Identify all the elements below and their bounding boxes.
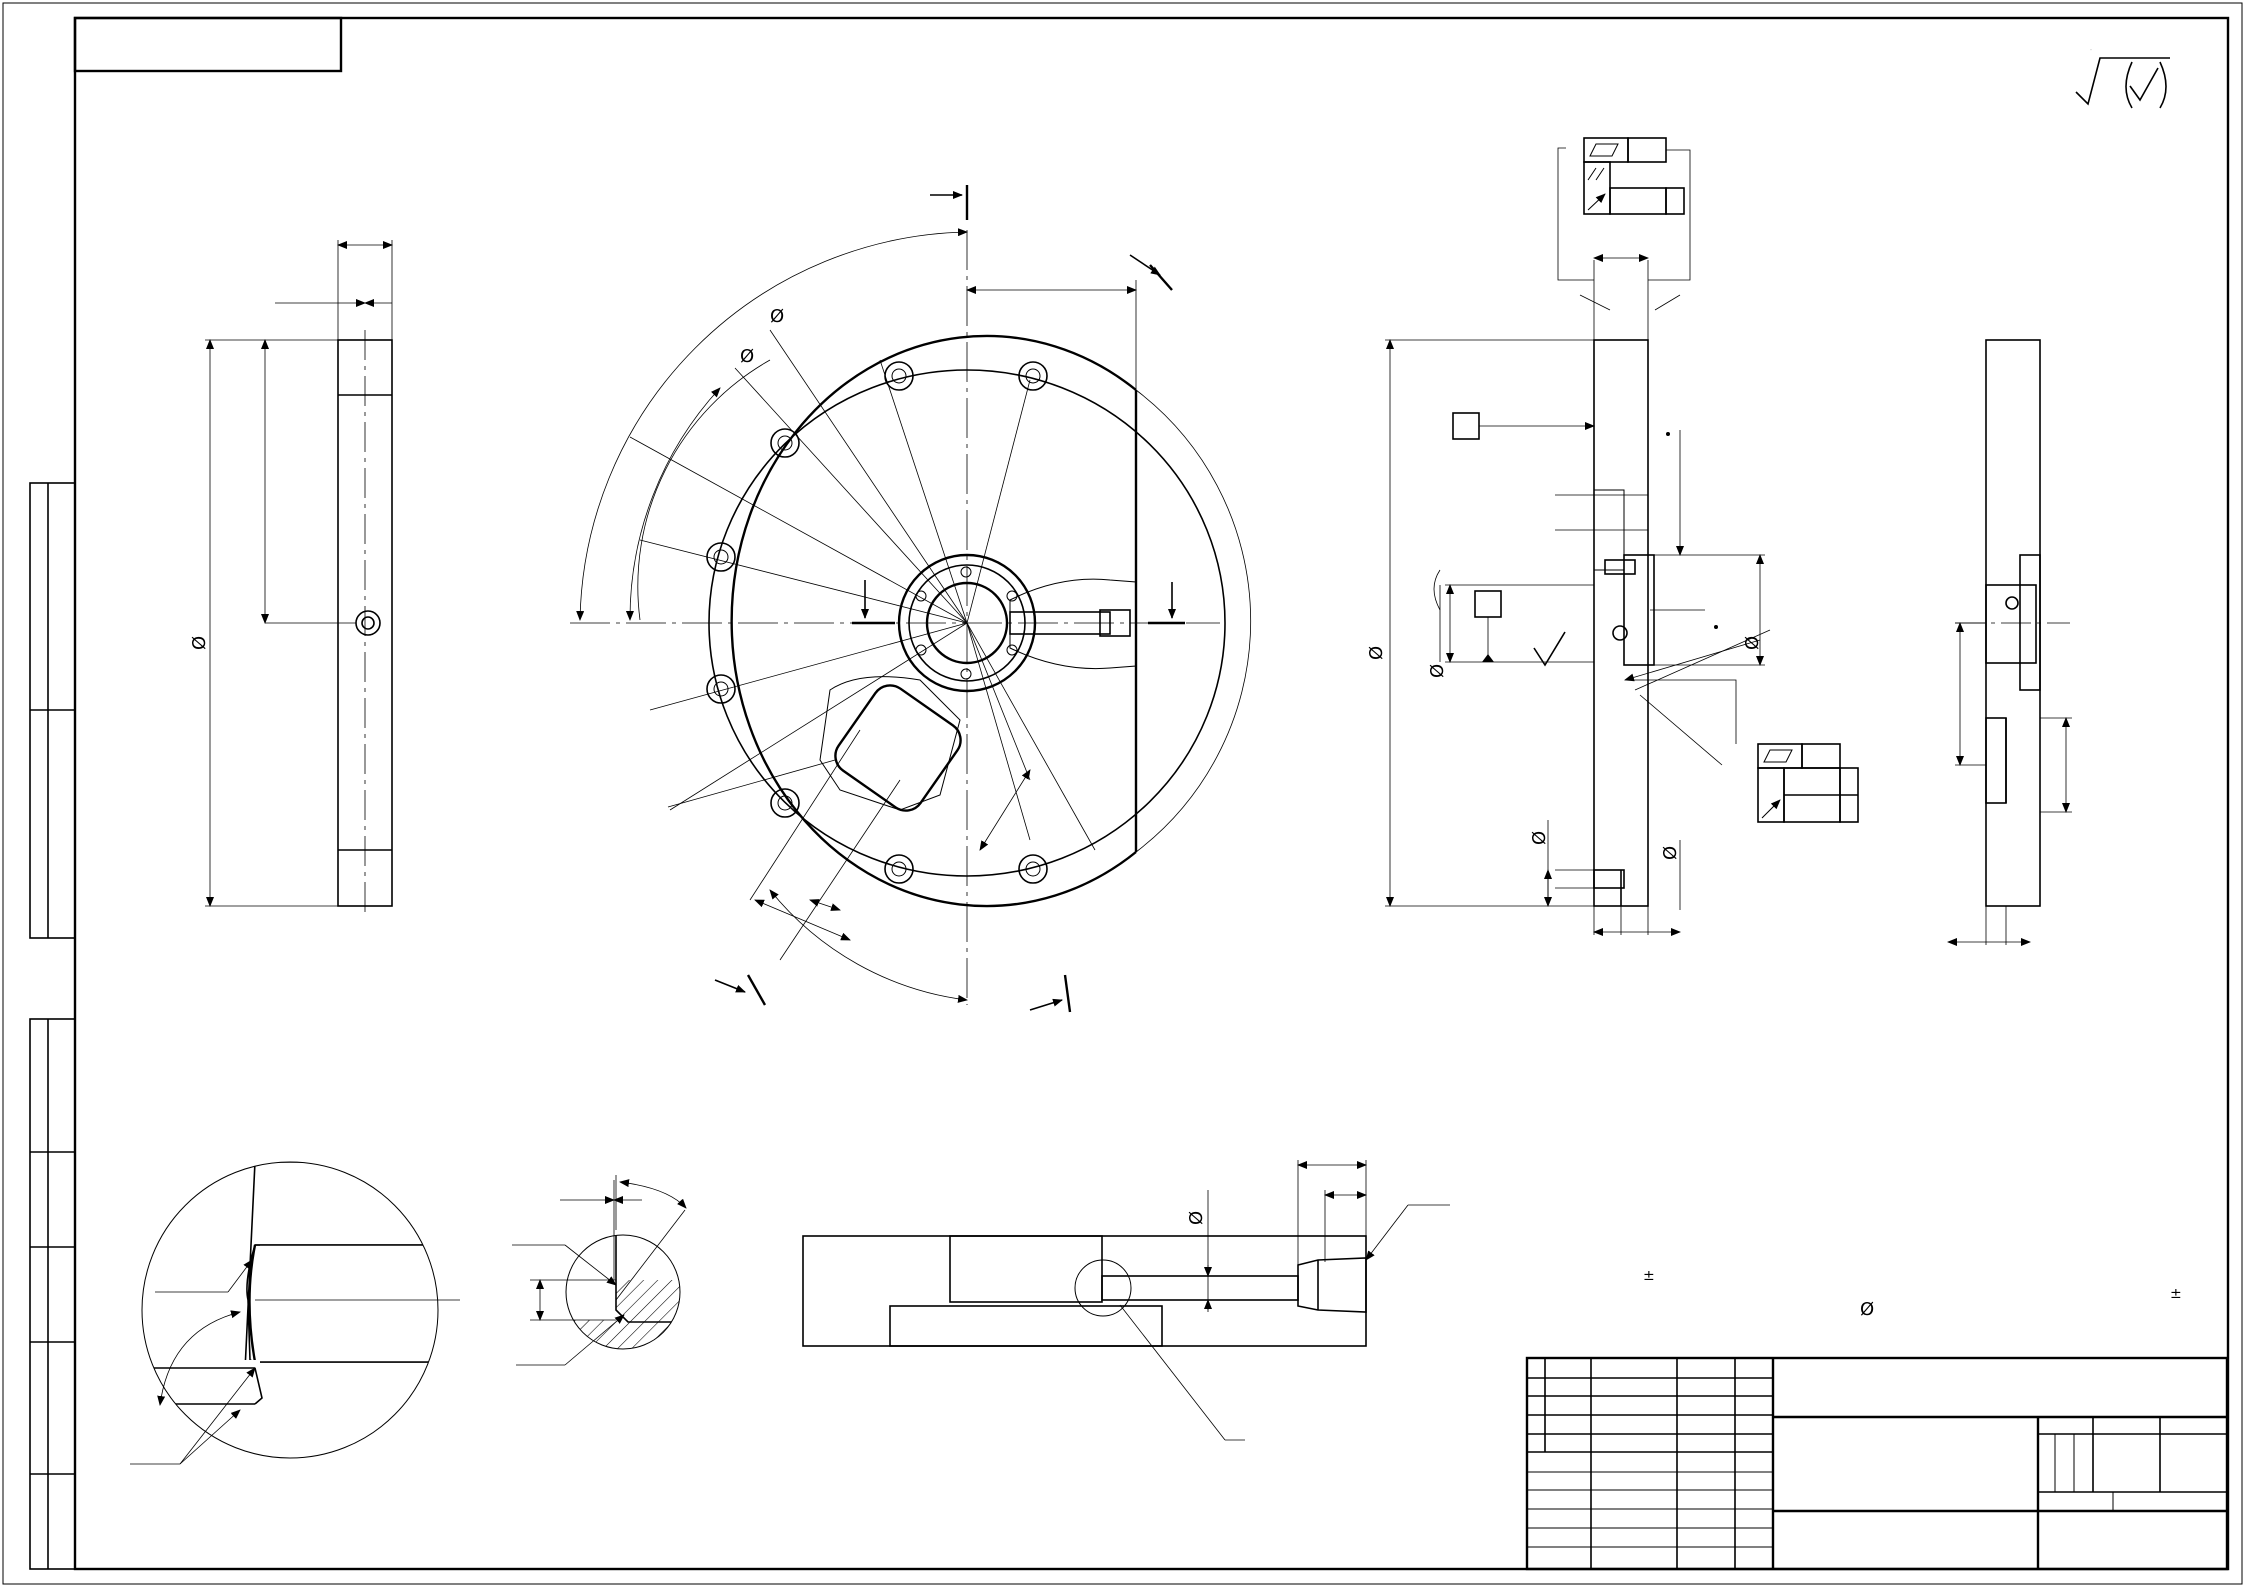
dim-diameter-section-detail: Ø [1186, 1211, 1207, 1225]
section-detail-bottom: Ø [802, 1160, 1450, 1441]
section-markers [714, 185, 1185, 1013]
dim-diameter-right-top: Ø [1742, 636, 1763, 650]
section-view-far-right [1947, 339, 2072, 946]
dim-diameter-outer: Ø [770, 306, 784, 327]
notes-area: ± Ø ± [1643, 1268, 2182, 1320]
note-plus-minus-left: ± [1643, 1268, 1655, 1284]
top-left-stamp-box [73, 16, 343, 73]
left-binding-strip-lower [29, 1018, 76, 1570]
dim-diameter-side: Ø [189, 636, 210, 650]
dim-diameter-right-main: Ø [1366, 646, 1387, 660]
detail-circle-2 [512, 1175, 687, 1366]
detail-circle-1 [130, 1161, 460, 1465]
dim-diameter-right-small: Ø [1427, 664, 1448, 678]
section-view-right: Ø Ø Ø Ø Ø [1366, 137, 1859, 936]
dim-diameter-right-bl: Ø [1529, 831, 1550, 845]
note-plus-minus-right: ± [2170, 1286, 2182, 1302]
surface-roughness-mark: √(√) [2075, 49, 2170, 109]
note-diameter: Ø [1860, 1299, 1874, 1320]
left-binding-strip-upper [29, 482, 76, 939]
front-view: Ø Ø [570, 185, 1252, 1013]
title-block [1525, 1356, 2229, 1571]
roughness-text: √(√) [2090, 49, 2093, 51]
feature-control-frame-bottom [1630, 679, 1859, 823]
feature-control-frame-top [1557, 137, 1691, 281]
side-view-left: Ø [189, 240, 393, 916]
dim-diameter-right-br: Ø [1660, 846, 1681, 860]
dim-diameter-inner: Ø [740, 346, 754, 367]
